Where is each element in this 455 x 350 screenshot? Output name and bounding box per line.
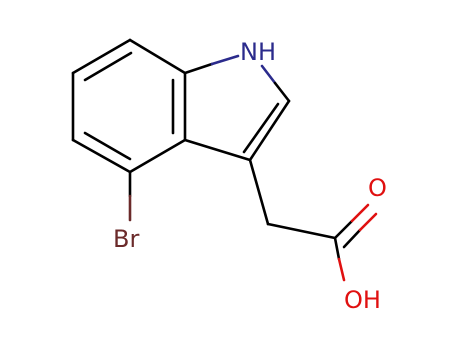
bond-c5-c4-inner <box>83 131 132 161</box>
bromine-label: Br <box>113 225 139 253</box>
bond-c7-c6 <box>71 38 132 75</box>
bond-c7a-n1-black <box>183 62 214 75</box>
bond-c3-c3a <box>183 138 252 162</box>
bond-c5-c4 <box>71 138 132 174</box>
hydroxyl-label: OH <box>344 286 381 314</box>
bond-c7a-n1-blue <box>210 54 240 66</box>
bond-c2-c3 <box>248 99 291 162</box>
pyrrole-ring <box>183 54 291 162</box>
bond-c-o-double-2-red <box>358 212 378 232</box>
bond-ch2-cooh <box>266 222 337 240</box>
bond-n1-c2-black <box>273 81 291 103</box>
benzene-ring <box>71 38 187 174</box>
bond-n1-c2-blue <box>260 64 277 85</box>
bond-c3-ch2 <box>248 158 270 226</box>
bond-c-o-double-2-black <box>342 228 362 249</box>
nitrogen-label: NH <box>240 38 276 66</box>
carbonyl-oxygen-label: O <box>368 174 387 202</box>
bond-c6-c6-inner <box>83 51 133 82</box>
bond-c-o-double-1-red <box>350 203 370 223</box>
bond-c-o-double-1-black <box>333 219 354 240</box>
bond-c2-c3-inner <box>242 102 280 154</box>
bond-c-oh-red <box>337 257 346 282</box>
bond-c-oh-black <box>333 236 341 261</box>
bond-c7a-c7 <box>128 38 187 75</box>
bond-c4-c3a <box>128 138 187 174</box>
acetic-acid-chain <box>248 158 378 282</box>
